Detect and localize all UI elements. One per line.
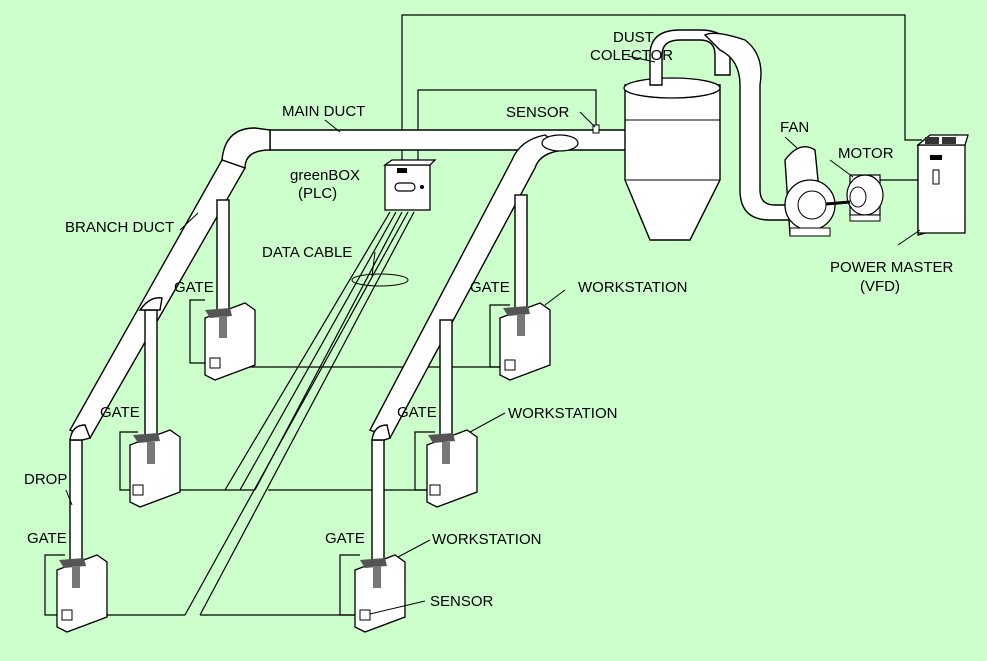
- workstations: [56, 302, 551, 633]
- label-sensor-bottom: SENSOR: [430, 593, 494, 610]
- label-data-cable: DATA CABLE: [262, 244, 352, 261]
- label-sensor-top: SENSOR: [506, 104, 570, 121]
- dust-collector: [623, 29, 801, 241]
- label-workstation-6: WORKSTATION: [432, 531, 541, 548]
- sensor-top: [592, 124, 600, 134]
- labels: DUST COLECTOR MAIN DUCT SENSOR FAN MOTOR…: [24, 29, 954, 610]
- label-plc: (PLC): [298, 185, 337, 202]
- label-greenbox: greenBOX: [290, 167, 360, 184]
- label-drop: DROP: [24, 471, 67, 488]
- label-power-master: POWER MASTER: [830, 259, 954, 276]
- label-vfd: (VFD): [860, 278, 900, 295]
- label-fan: FAN: [780, 119, 809, 136]
- label-branch-duct: BRANCH DUCT: [65, 219, 174, 236]
- workstation-4[interactable]: [499, 302, 551, 381]
- label-gate-2: GATE: [100, 404, 140, 421]
- label-gate-3: GATE: [27, 530, 67, 547]
- gate-4[interactable]: [503, 306, 530, 336]
- gates: [59, 306, 530, 588]
- workstation-5[interactable]: [426, 429, 478, 508]
- data-cable-bundle: [184, 211, 415, 616]
- label-dust-collector-1: DUST: [613, 29, 654, 46]
- motor: [825, 174, 884, 222]
- label-gate-1: GATE: [174, 279, 214, 296]
- gate-1[interactable]: [205, 308, 232, 338]
- label-gate-4: GATE: [470, 279, 510, 296]
- workstation-1[interactable]: [204, 302, 256, 381]
- main-duct: [68, 127, 651, 561]
- label-motor: MOTOR: [838, 145, 894, 162]
- label-gate-5: GATE: [397, 404, 437, 421]
- gate-3[interactable]: [59, 558, 86, 588]
- label-main-duct: MAIN DUCT: [282, 103, 365, 120]
- workstation-6[interactable]: [354, 554, 406, 633]
- greenbox-plc[interactable]: [382, 159, 437, 211]
- sensor-wire-top: [417, 89, 597, 160]
- control-wiring: [401, 14, 922, 181]
- label-gate-6: GATE: [325, 530, 365, 547]
- workstation-3[interactable]: [56, 554, 108, 633]
- gate-6[interactable]: [360, 558, 387, 588]
- label-dust-collector-2: COLECTOR: [590, 47, 673, 64]
- fan: [784, 146, 836, 237]
- label-workstation-5: WORKSTATION: [508, 405, 617, 422]
- gate-2[interactable]: [133, 433, 160, 464]
- gate-5[interactable]: [428, 433, 455, 464]
- workstation-2[interactable]: [129, 429, 181, 508]
- vfd-control-wire: [401, 14, 922, 160]
- label-workstation-4: WORKSTATION: [578, 279, 687, 296]
- power-master-vfd: [916, 134, 969, 236]
- leader-lines: [65, 55, 921, 615]
